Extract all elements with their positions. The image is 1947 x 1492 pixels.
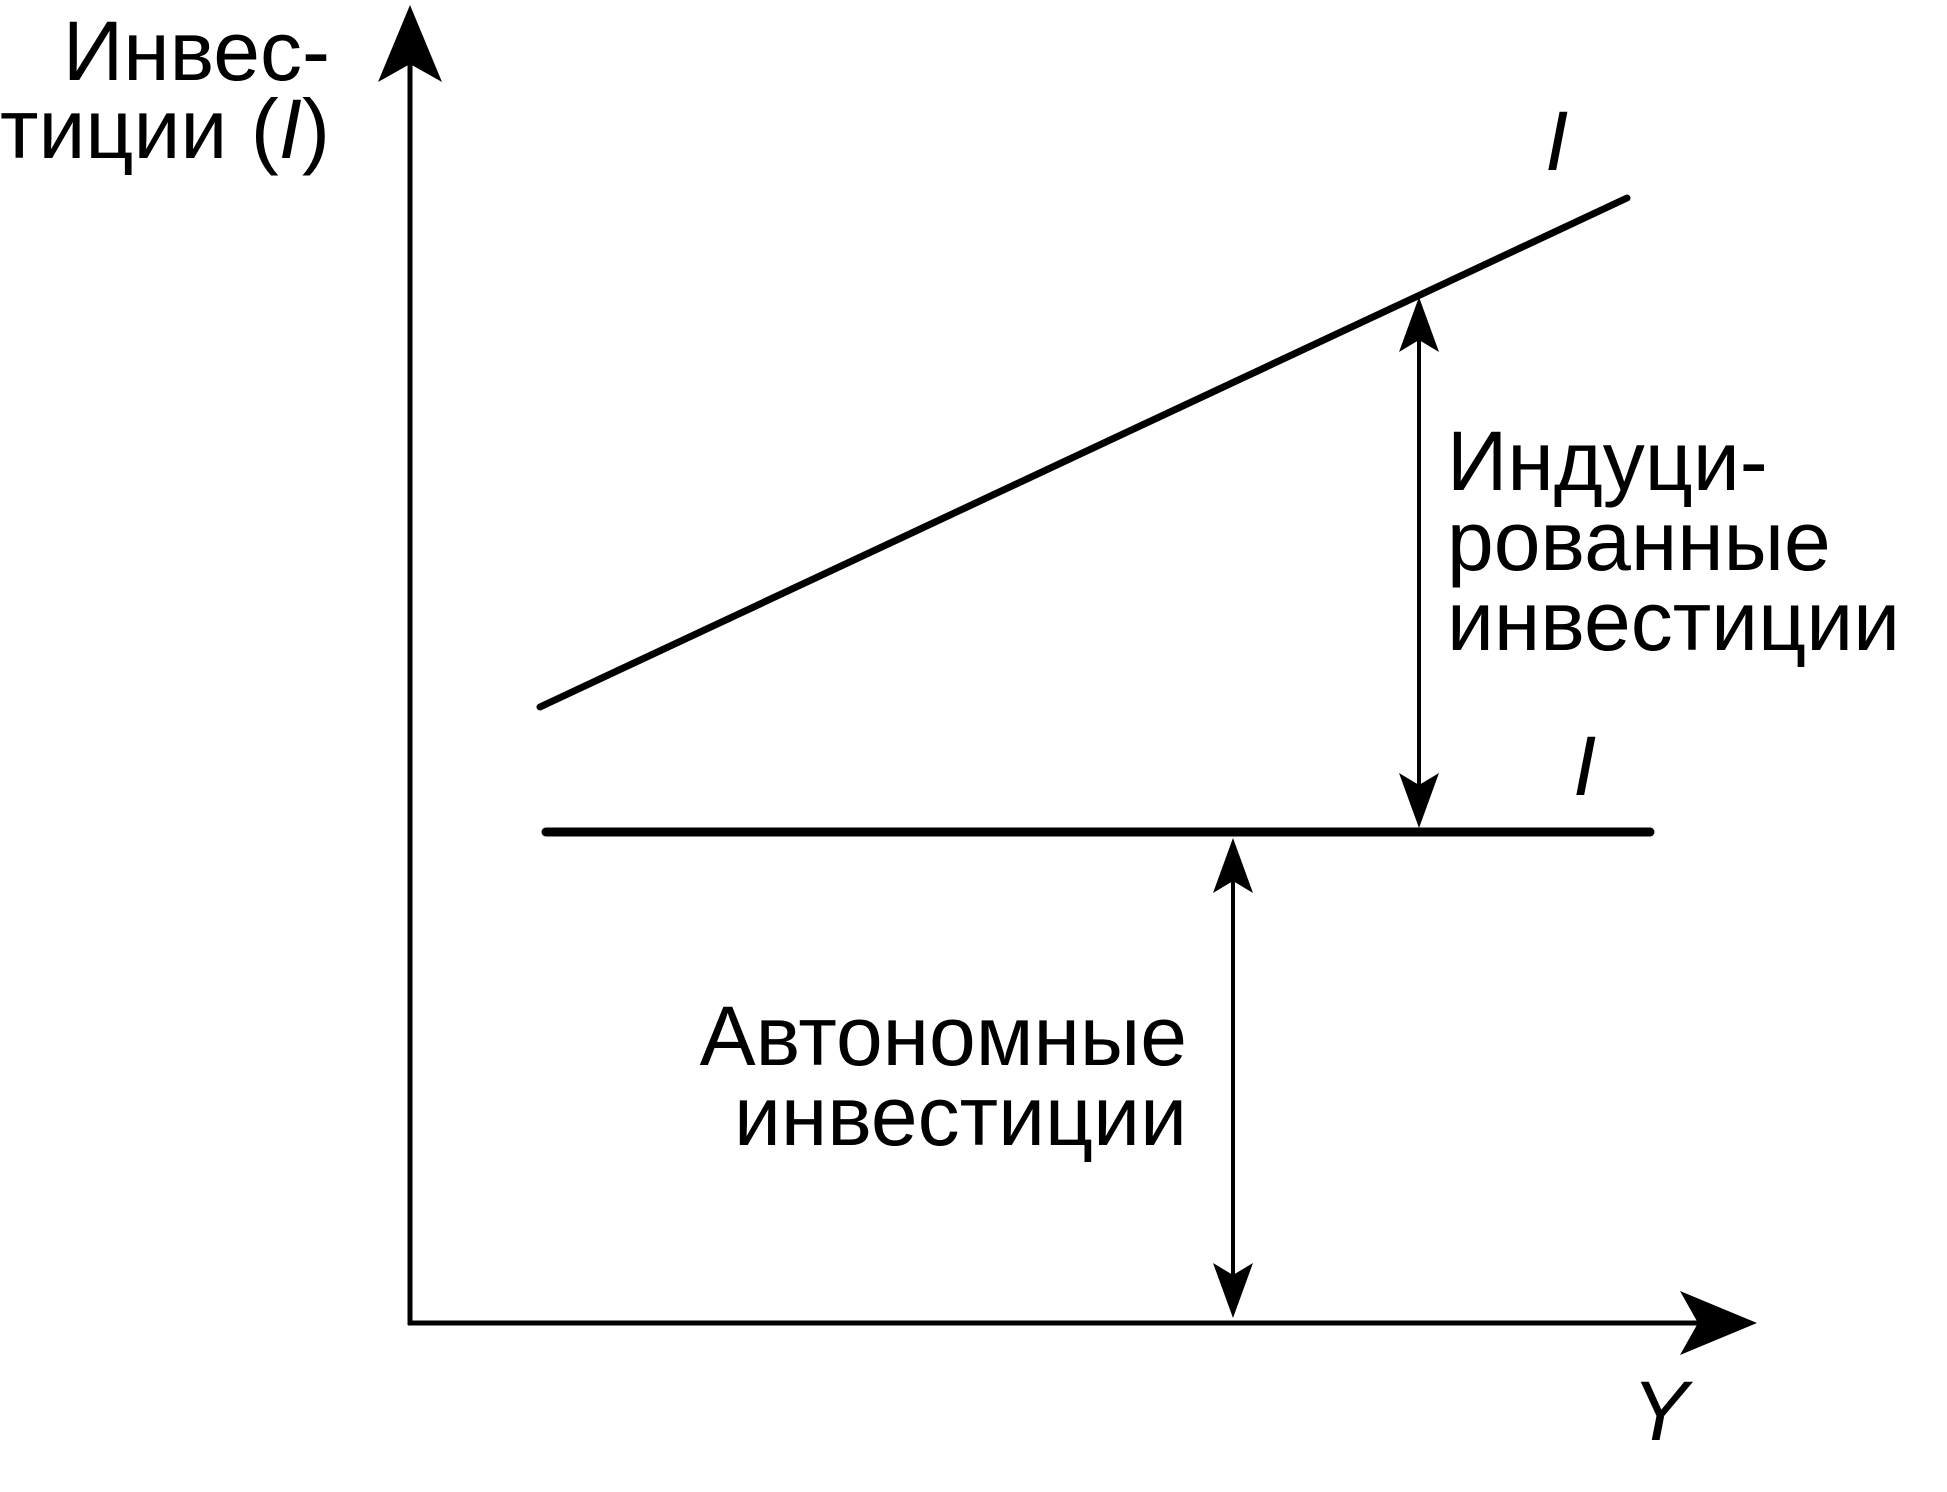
- induced-annotation-line3: инвестиции: [1447, 574, 1900, 668]
- autonomous-annotation-line2: инвестиции: [734, 1069, 1187, 1163]
- induced-annotation-line2: рованные: [1447, 494, 1831, 588]
- induced-line-label: I: [1545, 94, 1568, 188]
- total-investment-line: [536, 194, 1631, 711]
- autonomous-arrow-head-top: [1213, 838, 1253, 893]
- x-axis-arrowhead: [1680, 1291, 1757, 1355]
- induced-arrow-head-bottom: [1399, 773, 1439, 828]
- x-axis-label: Y: [1632, 1364, 1694, 1458]
- induced-arrow-head-top: [1399, 297, 1439, 352]
- autonomous-annotation-line1: Автономные: [700, 989, 1187, 1083]
- autonomous-line-label: I: [1573, 719, 1596, 813]
- induced-annotation-line1: Индуци-: [1447, 414, 1768, 508]
- y-axis-label-line1: Инвес-: [63, 4, 330, 98]
- autonomous-arrow-head-bottom: [1213, 1263, 1253, 1318]
- y-axis-label-symbol: I: [279, 82, 302, 176]
- y-axis-label-line2: тиции (I): [0, 82, 330, 176]
- y-axis-arrowhead: [378, 5, 442, 82]
